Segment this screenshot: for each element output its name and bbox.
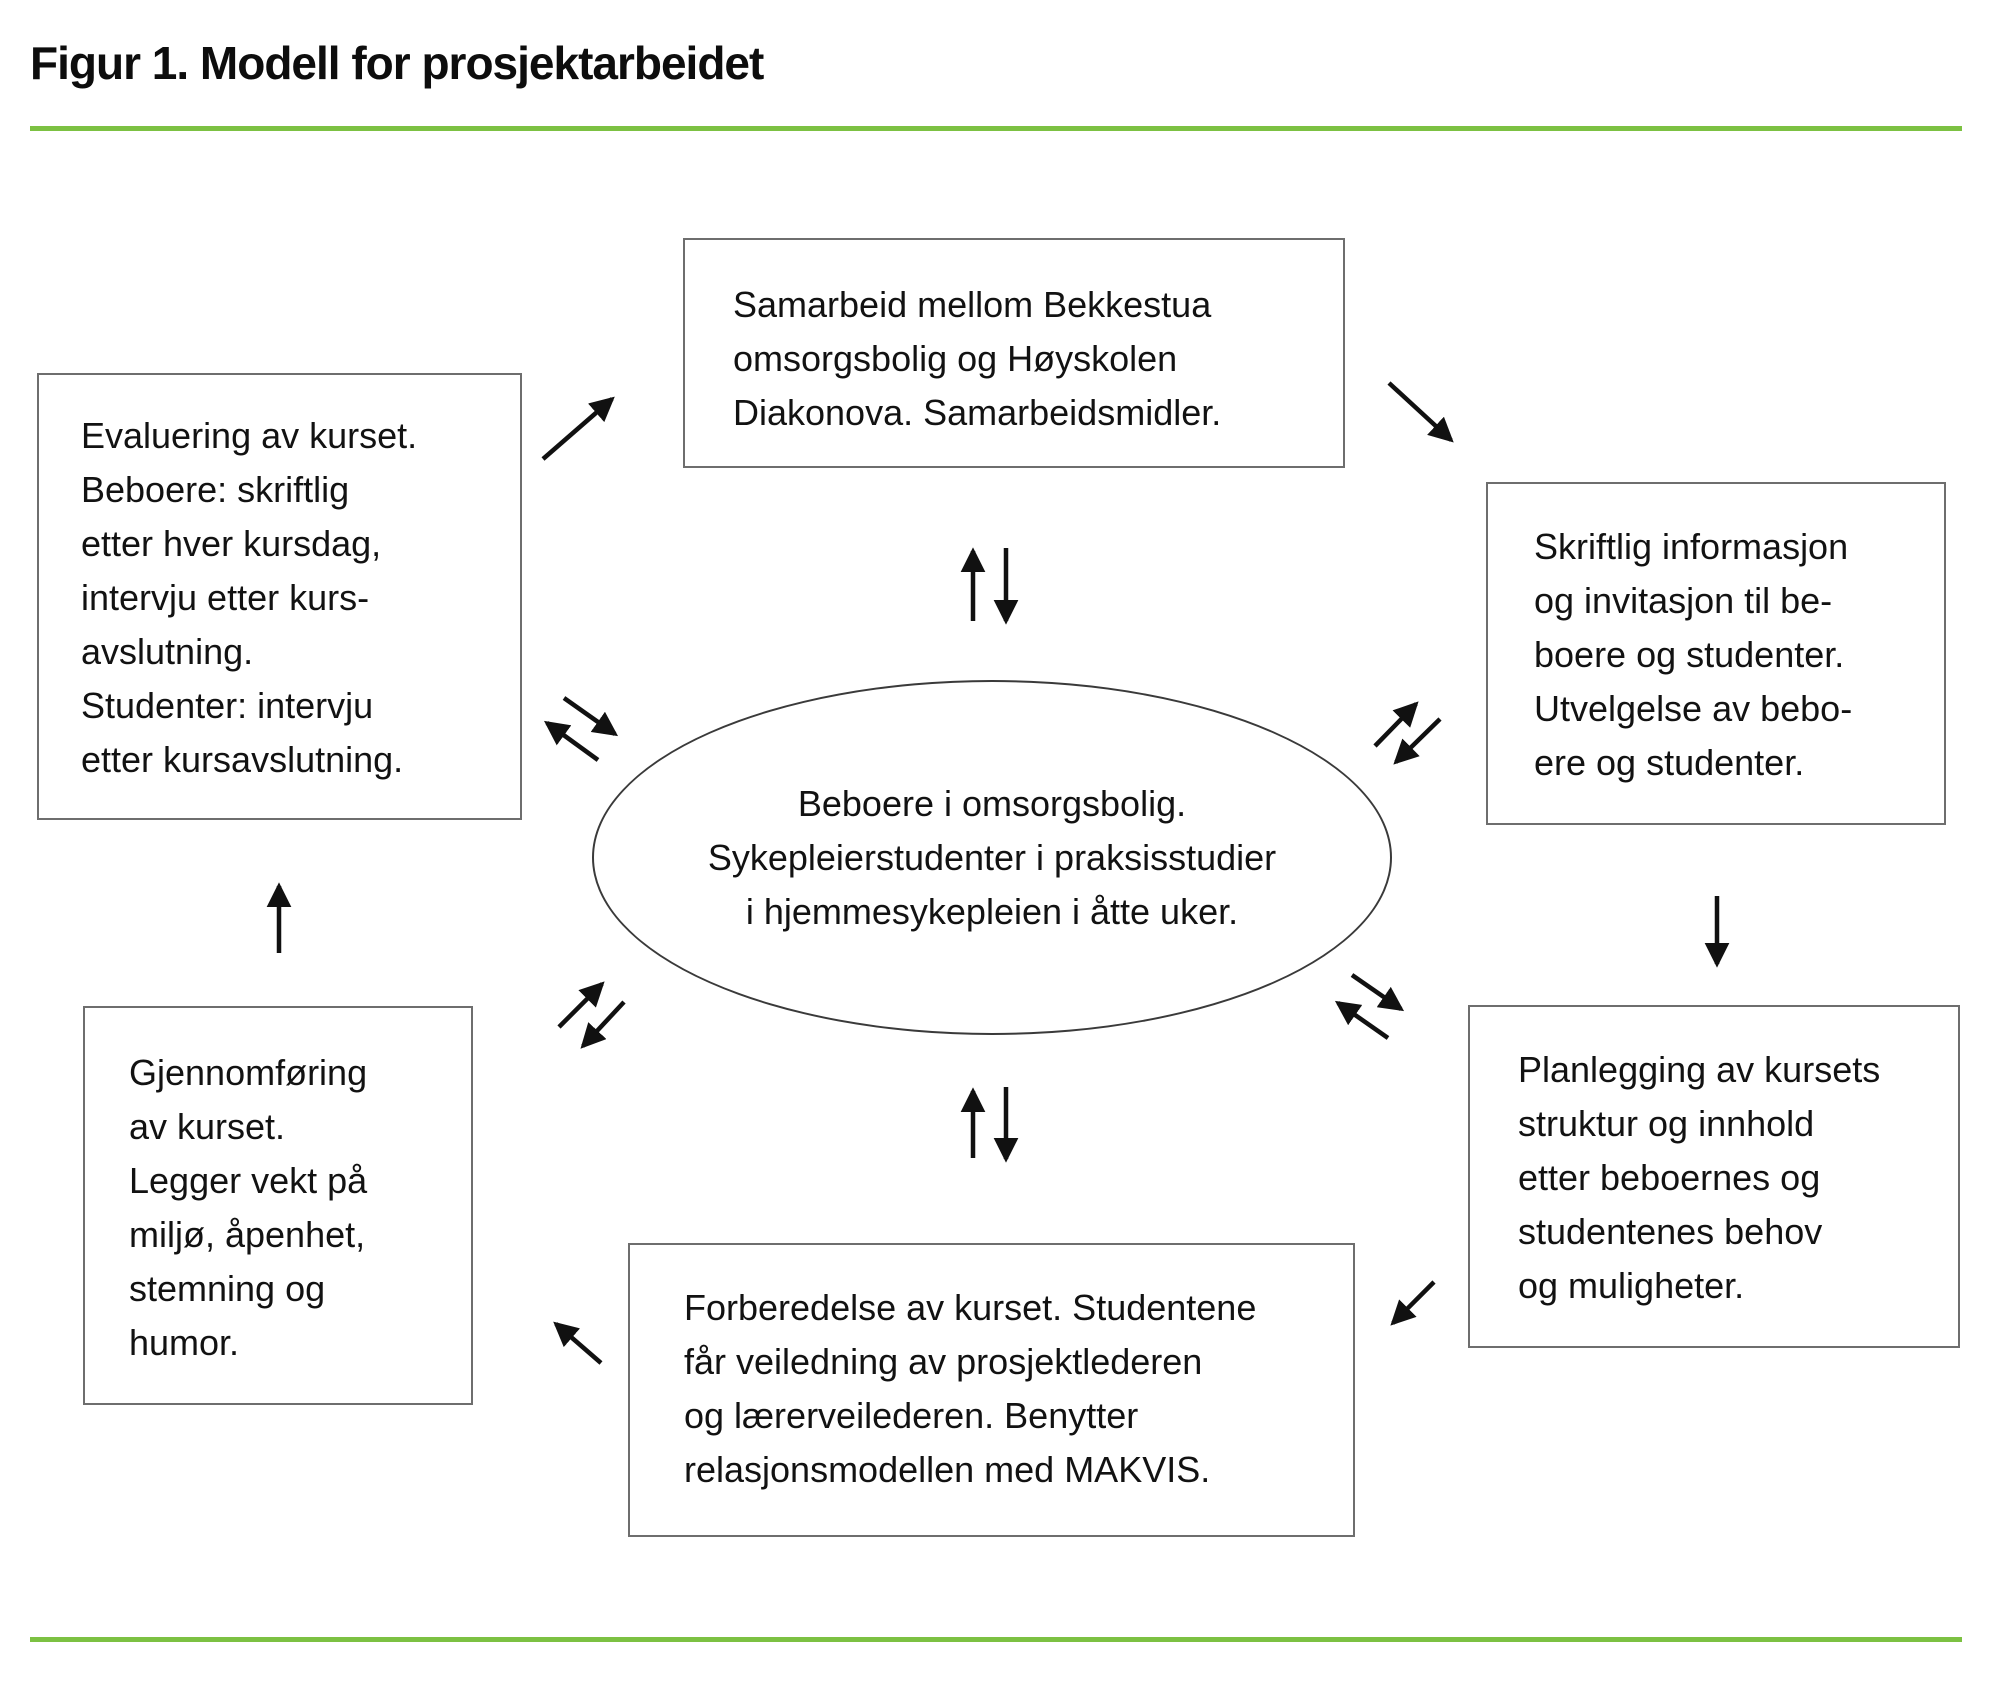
node-beboere-ellipse: Beboere i omsorgsbolig. Sykepleierstuden… [592,680,1392,1035]
arrow-se-bottomright-pair-icon [1350,973,1405,1012]
node-planlegging-text: Planlegging av kursets struktur og innho… [1518,1049,1881,1306]
arrow-sw-bottomleft-pair-icon [580,1000,626,1049]
node-forberedelse: Forberedelse av kurset. Studentene får v… [628,1243,1355,1537]
node-evaluering: Evaluering av kurset. Beboere: skriftlig… [37,373,522,820]
arrow-evaluering-to-samarbeid-icon [541,396,615,461]
arrow-ne-bottomleft-pair-icon [557,981,605,1029]
arrow-sw-right-pair-icon [1393,717,1442,765]
arrow-nw-bottomright-pair-icon [1334,1000,1390,1040]
arrow-ne-right-pair-icon [1373,701,1419,748]
arrow-nw-left-pair-icon [543,720,600,762]
node-beboere-text: Beboere i omsorgsbolig. Sykepleierstuden… [707,782,1277,932]
arrow-planlegging-to-forberedelse-icon [1390,1280,1436,1326]
node-gjennomforing-text: Gjennomføring av kurset. Legger vekt på … [129,1052,368,1363]
arrow-forberedelse-to-gjennomforing-icon [553,1321,603,1365]
arrow-samarbeid-to-informasjon-icon [1387,381,1454,443]
node-informasjon: Skriftlig informasjon og invitasjon til … [1486,482,1946,825]
arrow-se-left-pair-icon [562,696,619,737]
node-gjennomforing: Gjennomføring av kurset. Legger vekt på … [83,1006,473,1405]
node-samarbeid-text: Samarbeid mellom Bekkestua omsorgsbolig … [733,284,1222,433]
node-evaluering-text: Evaluering av kurset. Beboere: skriftlig… [81,415,418,780]
figure-title: Figur 1. Modell for prosjektarbeidet [30,37,764,89]
node-samarbeid: Samarbeid mellom Bekkestua omsorgsbolig … [683,238,1345,468]
node-forberedelse-text: Forberedelse av kurset. Studentene får v… [684,1287,1257,1490]
node-informasjon-text: Skriftlig informasjon og invitasjon til … [1534,526,1853,783]
node-planlegging: Planlegging av kursets struktur og innho… [1468,1005,1960,1348]
top-divider [30,126,1962,131]
bottom-divider [30,1637,1962,1642]
